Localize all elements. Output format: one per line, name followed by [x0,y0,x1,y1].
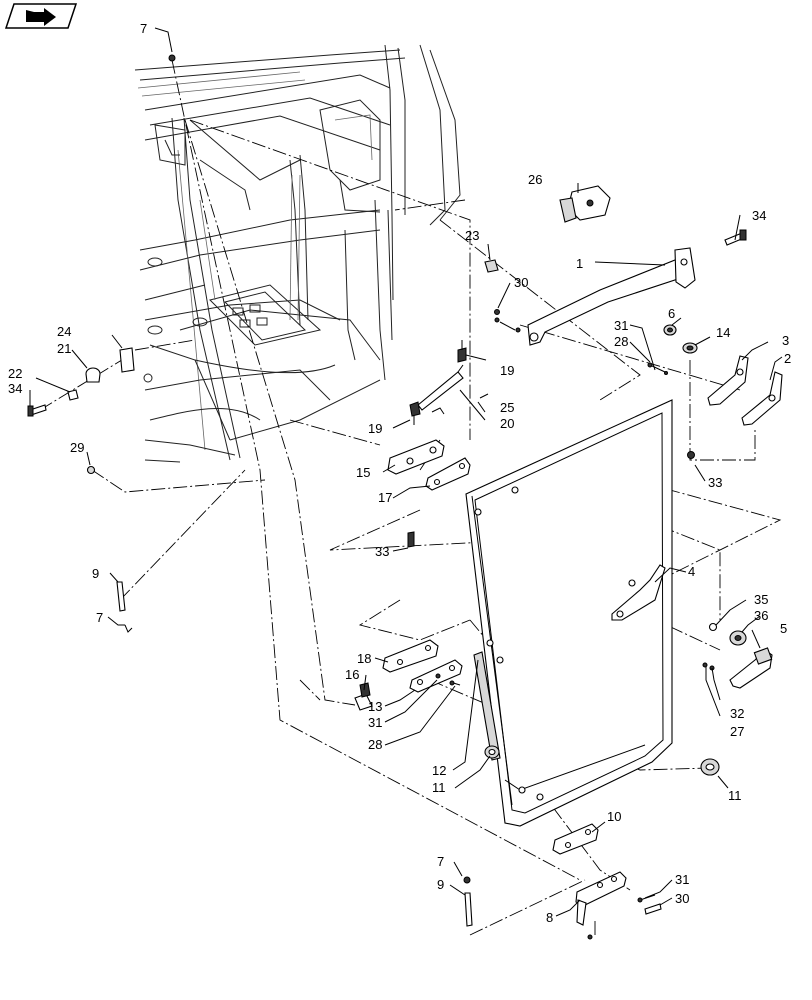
callout-31-lower: 31 [368,715,382,730]
callout-32: 32 [730,706,744,721]
callout-24: 24 [57,324,71,339]
part-3-bracket[interactable] [707,355,749,406]
part-1-grab-bar[interactable] [527,247,696,346]
part-33-nut-upper[interactable] [687,451,695,459]
part-8-hinge[interactable] [575,871,627,926]
part-22-pin[interactable] [67,389,79,401]
callout-7-left: 7 [96,610,103,625]
folder-arrow-icon[interactable] [4,3,78,29]
callout-3: 3 [782,333,789,348]
callout-labels: 7 26 1 34 23 30 6 14 31 28 3 2 33 24 21 … [8,21,791,925]
callout-28: 28 [614,334,628,349]
part-10-hinge-plate[interactable] [552,823,599,855]
callout-29: 29 [70,440,84,455]
callout-21: 21 [57,341,71,356]
callout-30-bottom: 30 [675,891,689,906]
callout-23: 23 [465,228,479,243]
callout-7: 7 [140,21,147,36]
part-36-knob[interactable] [729,630,747,646]
part-14-bumper[interactable] [682,342,698,354]
part-20-gas-strut[interactable] [417,364,464,411]
part-21-cap[interactable] [85,367,101,383]
part-bottom-washer [587,934,593,940]
part-5-door-handle[interactable] [729,647,773,689]
part-28-pin-lower[interactable] [435,673,461,686]
callout-14: 14 [716,325,730,340]
callout-36: 36 [754,608,768,623]
part-24-bracket[interactable] [119,347,135,373]
callout-1: 1 [576,256,583,271]
part-26-latch-bracket[interactable] [559,185,611,223]
callout-4: 4 [688,564,695,579]
callout-25: 25 [500,400,514,415]
callout-11-right: 11 [728,788,742,803]
part-18-hinge-plate[interactable] [382,639,439,673]
callout-6: 6 [668,306,675,321]
callout-2: 2 [784,351,791,366]
part-35-washer[interactable] [708,622,718,632]
callout-7-bottom: 7 [437,854,444,869]
part-7-clip-top[interactable] [168,54,176,62]
callout-33-lower: 33 [375,544,389,559]
part-29-nut[interactable] [86,465,96,475]
part-17-hinge-plate[interactable] [425,457,471,491]
part-7-clip-left[interactable] [124,624,133,633]
callout-9-left: 9 [92,566,99,581]
part-11-stopper-right[interactable] [700,758,720,776]
part-28-pin-upper[interactable] [647,362,668,375]
callout-22: 22 [8,366,22,381]
callout-34: 34 [752,208,766,223]
part-33-nut-lower[interactable] [407,531,415,548]
callout-30: 30 [514,275,528,290]
part-4-door-glass[interactable] [465,399,673,827]
part-12-seal-strip[interactable] [473,651,501,761]
callout-31: 31 [614,318,628,333]
callout-8: 8 [546,910,553,925]
part-34-screw-left[interactable] [27,404,47,417]
callout-15: 15 [356,465,370,480]
callout-10: 10 [607,809,621,824]
part-23-clip[interactable] [484,259,499,273]
callout-34-left: 34 [8,381,22,396]
part-2-striker[interactable] [741,371,783,426]
callout-13: 13 [368,699,382,714]
part-15-hinge-bracket[interactable] [387,439,445,475]
callout-33: 33 [708,475,722,490]
part-7-clip-bottom[interactable] [463,876,471,884]
callout-26: 26 [528,172,542,187]
callout-16: 16 [345,667,359,682]
callout-11-left: 11 [432,780,446,795]
part-16-latch[interactable] [354,682,373,711]
cab-frame [134,44,461,463]
part-9-pin-bottom[interactable] [464,892,473,927]
part-25-clip[interactable] [431,393,489,415]
callout-12: 12 [432,763,446,778]
callout-28-lower: 28 [368,737,382,752]
part-6-bumper[interactable] [663,324,677,336]
part-4-latch-bracket[interactable] [611,564,666,621]
part-30-screw-lower[interactable] [637,894,662,915]
part-9-pin-left[interactable] [116,581,126,612]
callout-18: 18 [357,651,371,666]
callout-17: 17 [378,490,392,505]
leader-lines [29,27,783,917]
callout-31-bottom: 31 [675,872,689,887]
part-11-stopper-left[interactable] [484,745,500,759]
part-19-ball-stud-upper[interactable] [457,340,467,363]
callout-35: 35 [754,592,768,607]
part-30-screw-upper[interactable] [494,309,521,333]
callout-19-lower: 19 [368,421,382,436]
part-19-ball-stud-lower[interactable] [409,401,421,425]
callout-9-bottom: 9 [437,877,444,892]
callout-27: 27 [730,724,744,739]
callout-5: 5 [780,621,787,636]
callout-19: 19 [500,363,514,378]
callout-20: 20 [500,416,514,431]
